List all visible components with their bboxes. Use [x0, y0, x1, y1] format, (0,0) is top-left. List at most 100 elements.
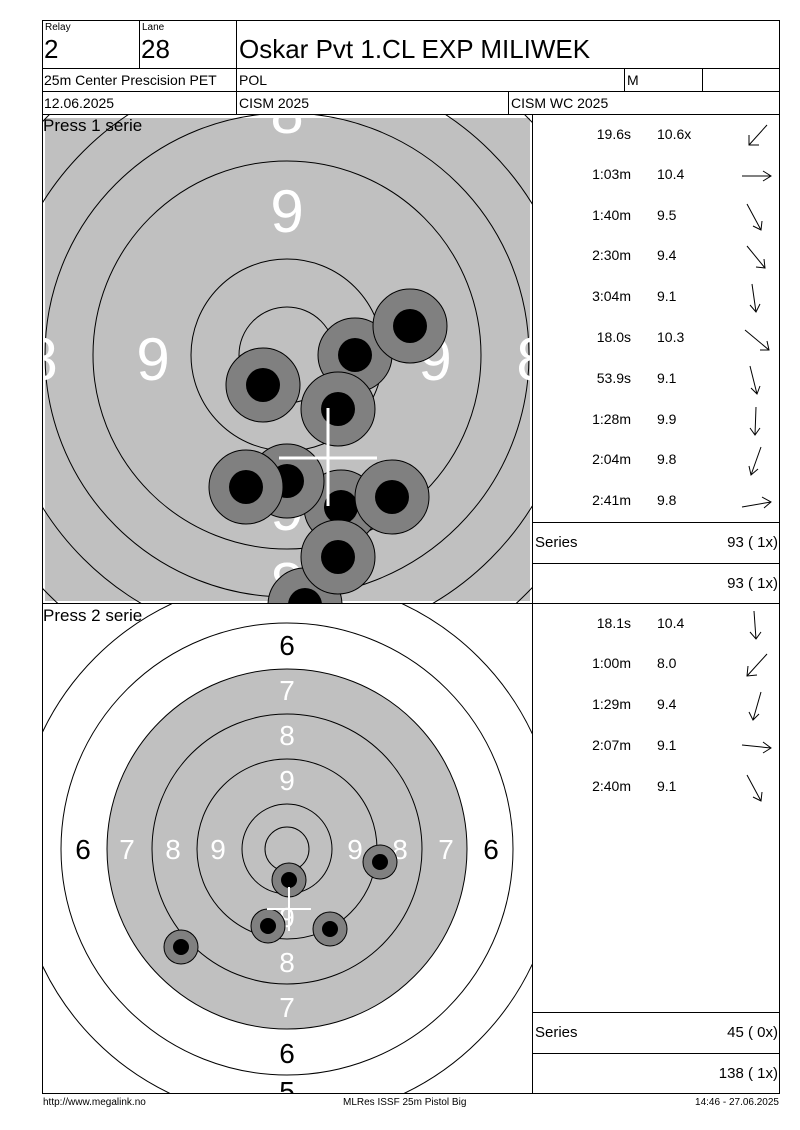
serie-2-title: Press 2 serie	[43, 606, 143, 625]
shot-hole	[208, 449, 284, 525]
shot-time: 1:40m	[592, 207, 631, 223]
target-2-black-area	[107, 669, 467, 1029]
serie-1-title: Press 1 serie	[43, 116, 143, 135]
shot-time: 1:29m	[592, 696, 631, 712]
shot-row: 1:40m 9.5	[533, 196, 779, 236]
shot-row: 2:40m 9.1	[533, 767, 779, 807]
lane-label: Lane	[142, 22, 165, 33]
shot-time: 1:03m	[592, 166, 631, 182]
arrow-down-right-icon	[746, 203, 763, 231]
arrow-right-icon	[742, 170, 772, 182]
ring-label: 9	[279, 765, 295, 796]
ring-label: 9	[136, 326, 169, 393]
shot-row: 2:41m 9.8	[533, 481, 779, 521]
shot-row: 1:03m 10.4	[533, 155, 779, 195]
series-total: 45 ( 0x)	[727, 1024, 778, 1041]
shot-row: 1:00m 8.0	[533, 644, 779, 684]
arrow-down-icon	[749, 365, 761, 395]
gender: M	[627, 72, 639, 88]
shot-hole	[225, 347, 301, 423]
shot-score: 9.9	[657, 411, 677, 427]
shot-row: 1:29m 9.4	[533, 685, 779, 725]
series-label: Series	[535, 1024, 578, 1041]
shot-score: 9.4	[657, 696, 677, 712]
shot-time: 53.9s	[596, 370, 631, 386]
shot-row: 3:04m 9.1	[533, 277, 779, 317]
lane-number: 28	[141, 34, 170, 64]
series-label: Series	[535, 534, 578, 551]
shot-score: 9.1	[657, 288, 677, 304]
shot-score: 10.3	[657, 329, 685, 345]
shot-score: 10.4	[657, 615, 685, 631]
ring-label: 6	[75, 834, 91, 865]
arrow-down-icon	[749, 406, 761, 436]
relay-number: 2	[44, 34, 59, 64]
series-total: 93 ( 1x)	[727, 534, 778, 551]
arrow-down-icon	[749, 283, 761, 313]
shot-row: 2:30m 9.4	[533, 236, 779, 276]
arrow-down-left-icon	[748, 446, 762, 476]
footer-timestamp: 14:46 - 27.06.2025	[695, 1097, 779, 1108]
shot-hole	[362, 844, 398, 880]
ring-label: 8	[279, 720, 295, 751]
group-center-cross	[267, 887, 311, 931]
competition: CISM 2025	[239, 95, 310, 111]
ring-label: 8	[165, 834, 181, 865]
shot-hole	[250, 908, 286, 944]
shot-time: 2:30m	[592, 247, 631, 263]
arrow-right-icon	[741, 496, 772, 509]
relay-label: Relay	[45, 22, 71, 33]
ring-label: 6	[279, 630, 295, 661]
shooter-name: Oskar Pvt 1.CL EXP MILIWEK	[239, 34, 591, 64]
arrow-down-right-icon	[746, 774, 763, 802]
shot-holes-serie-1	[208, 288, 448, 603]
shot-row: 2:04m 9.8	[533, 440, 779, 480]
shot-time: 3:04m	[592, 288, 631, 304]
ring-label: 9	[347, 834, 363, 865]
date: 12.06.2025	[44, 95, 115, 111]
shot-hole	[300, 519, 376, 595]
ring-label: 8	[516, 326, 532, 393]
arrow-down-left-icon	[748, 691, 762, 721]
ring-label: 9	[270, 178, 303, 245]
shot-row: 18.0s 10.3	[533, 318, 779, 358]
shot-time: 2:41m	[592, 492, 631, 508]
arrow-down-right-icon	[746, 245, 766, 269]
shot-hole	[312, 911, 348, 947]
event-name: 25m Center Prescision PET	[44, 72, 217, 88]
shot-time: 19.6s	[596, 126, 631, 142]
shot-row: 53.9s 9.1	[533, 359, 779, 399]
arrow-down-left-icon	[748, 124, 768, 146]
arrow-right-icon	[741, 741, 772, 754]
ring-label: 8	[43, 326, 58, 393]
ring-label: 6	[279, 1038, 295, 1069]
shot-score: 8.0	[657, 655, 677, 671]
footer-url: http://www.megalink.no	[43, 1097, 146, 1108]
shot-time: 1:28m	[592, 411, 631, 427]
arrow-down-icon	[749, 610, 762, 640]
shot-time: 2:40m	[592, 778, 631, 794]
shot-score: 9.1	[657, 737, 677, 753]
shot-row: 19.6s 10.6x	[533, 115, 779, 155]
shot-time: 18.0s	[596, 329, 631, 345]
ring-label: 7	[279, 992, 295, 1023]
shot-score: 9.8	[657, 451, 677, 467]
shot-hole	[300, 371, 376, 447]
arrow-down-left-icon	[746, 653, 768, 677]
shot-row: 2:07m 9.1	[533, 726, 779, 766]
ring-label: 6	[483, 834, 499, 865]
shot-score: 9.8	[657, 492, 677, 508]
shot-hole	[372, 288, 448, 364]
nation: POL	[239, 72, 268, 88]
shot-score: 9.4	[657, 247, 677, 263]
target-serie-2: 6 6 6 6 5 7 8 9 7 8 9 9 8 7 9 8 7	[43, 604, 532, 1093]
championship: CISM WC 2025	[511, 95, 609, 111]
group-center-cross	[279, 408, 377, 506]
shot-hole	[354, 459, 430, 535]
shot-holes-serie-2	[163, 844, 398, 965]
shot-time: 2:04m	[592, 451, 631, 467]
shot-score: 9.5	[657, 207, 677, 223]
shot-time: 2:07m	[592, 737, 631, 753]
shot-row: 1:28m 9.9	[533, 400, 779, 440]
shot-time: 18.1s	[596, 615, 631, 631]
